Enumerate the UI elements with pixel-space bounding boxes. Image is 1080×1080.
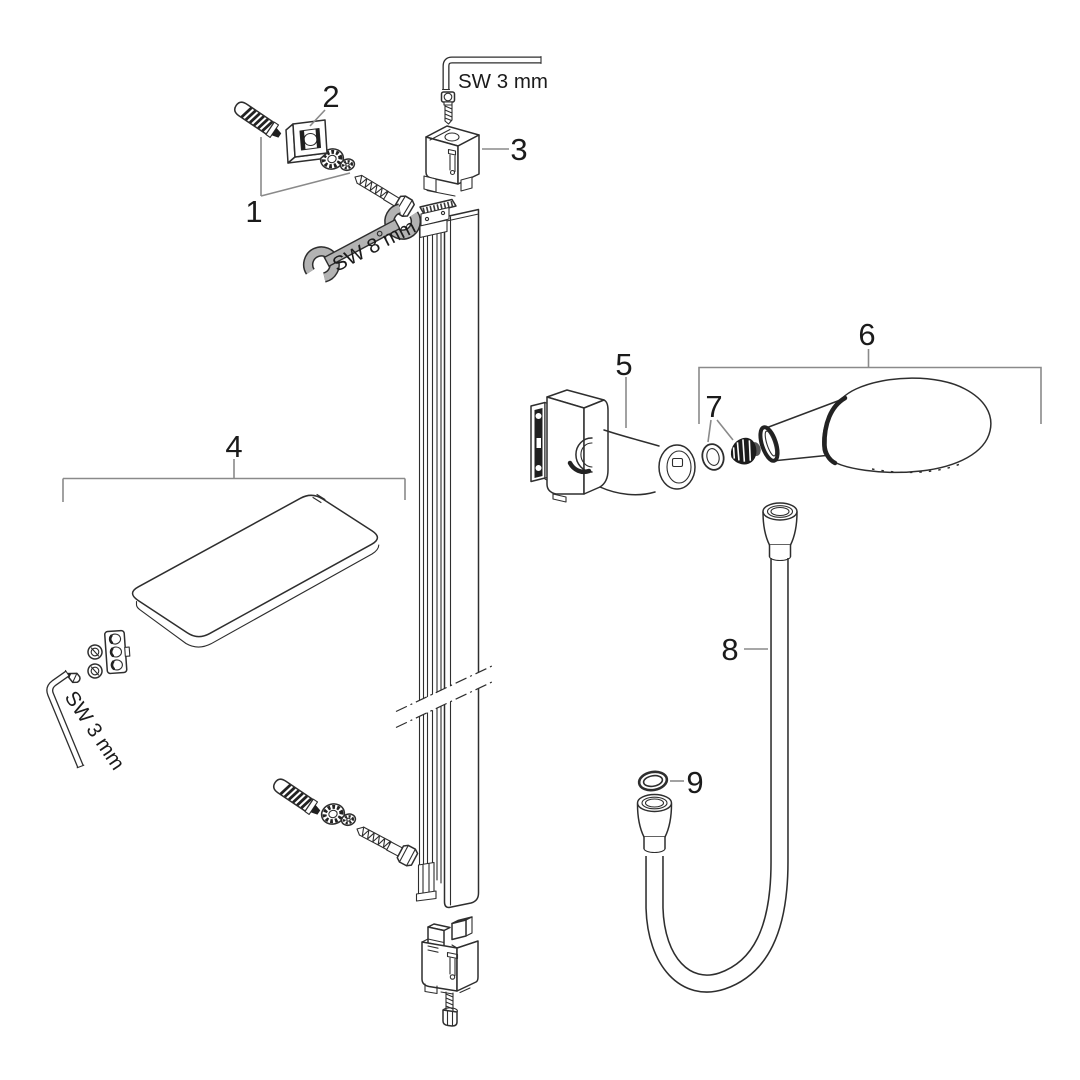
wall-anchor	[269, 774, 325, 820]
callout-5-label: 5	[615, 347, 632, 382]
part7-seal-filter: 7	[701, 389, 761, 471]
mounting-screw	[351, 819, 420, 869]
head-dotted-edge	[871, 463, 961, 474]
rail-cap-detail	[424, 216, 430, 222]
rail-break-line	[395, 680, 494, 729]
callout-6-label: 6	[858, 317, 875, 352]
bottom-bracket	[421, 916, 479, 995]
callout-2-leader	[309, 109, 326, 127]
shelf-screw	[87, 663, 103, 679]
callout-4-bracket	[62, 459, 406, 502]
washers	[317, 797, 359, 834]
handle-top-edge	[765, 398, 844, 429]
shower-rail-bar	[395, 198, 494, 909]
part4-shelf-set: 4 SW 3 mm	[46, 429, 406, 774]
shelf-thickness-edge	[135, 544, 380, 648]
part3-top-bracket: 3	[423, 125, 528, 197]
rail-break-mask	[396, 666, 493, 728]
part3-grub-screw	[440, 91, 456, 125]
slider-arm-top	[603, 429, 660, 447]
bracket-foot	[460, 176, 473, 192]
part8-hose: 8	[636, 502, 798, 993]
callout-1-leader	[260, 172, 351, 197]
rail-break-line	[395, 664, 494, 713]
callout-7-leaders	[707, 419, 734, 443]
rail-panel	[443, 208, 480, 909]
allen-key-bottom: SW 3 mm	[46, 669, 129, 774]
shelf-wall-plate	[104, 629, 131, 675]
allen-key-bottom-size-label: SW 3 mm	[60, 687, 129, 774]
callout-3-label: 3	[510, 132, 527, 167]
filter-insert	[730, 437, 761, 465]
shelf-corner-detail	[312, 493, 326, 504]
allen-key-top: SW 3 mm	[441, 55, 548, 93]
gasket-ring	[637, 770, 669, 792]
part9-gasket: 9	[637, 765, 704, 800]
callout-6-bracket	[698, 349, 1042, 424]
slider-arm-bottom	[599, 486, 656, 496]
callout-1-label: 1	[245, 194, 262, 229]
wrench-size-label: SW 8 mm	[329, 215, 420, 276]
callout-2-label: 2	[322, 79, 339, 114]
callout-9-label: 9	[686, 765, 703, 800]
rail-top-cap-layer2	[419, 219, 448, 239]
part2-flange: 2	[285, 79, 340, 164]
shower-head	[822, 377, 992, 474]
handle-bottom-edge	[771, 454, 832, 462]
rail-top-cap-hatch	[422, 200, 454, 214]
handle-end-cap	[758, 425, 780, 463]
rail-bottom-cap	[415, 890, 437, 902]
allen-key-top-size-label: SW 3 mm	[458, 70, 548, 93]
bottom-fixing-set	[269, 774, 420, 869]
wall-anchor	[230, 97, 286, 143]
shelf	[131, 494, 379, 638]
mounting-screw	[349, 168, 417, 220]
bracket-foot	[423, 175, 437, 193]
callout-4-label: 4	[225, 429, 242, 464]
part6-hand-shower: 6	[698, 317, 1042, 474]
rail-cap-detail	[440, 210, 446, 216]
callout-8-label: 8	[721, 632, 738, 667]
part5-slider: 5	[530, 347, 696, 503]
shelf-screw	[87, 644, 103, 660]
head-handle-joint	[822, 395, 848, 466]
callout-7-label: 7	[705, 389, 722, 424]
part1-fixing-set: 1	[230, 97, 417, 229]
bottom-bracket-screw	[442, 991, 458, 1027]
seal-washer	[701, 443, 725, 471]
